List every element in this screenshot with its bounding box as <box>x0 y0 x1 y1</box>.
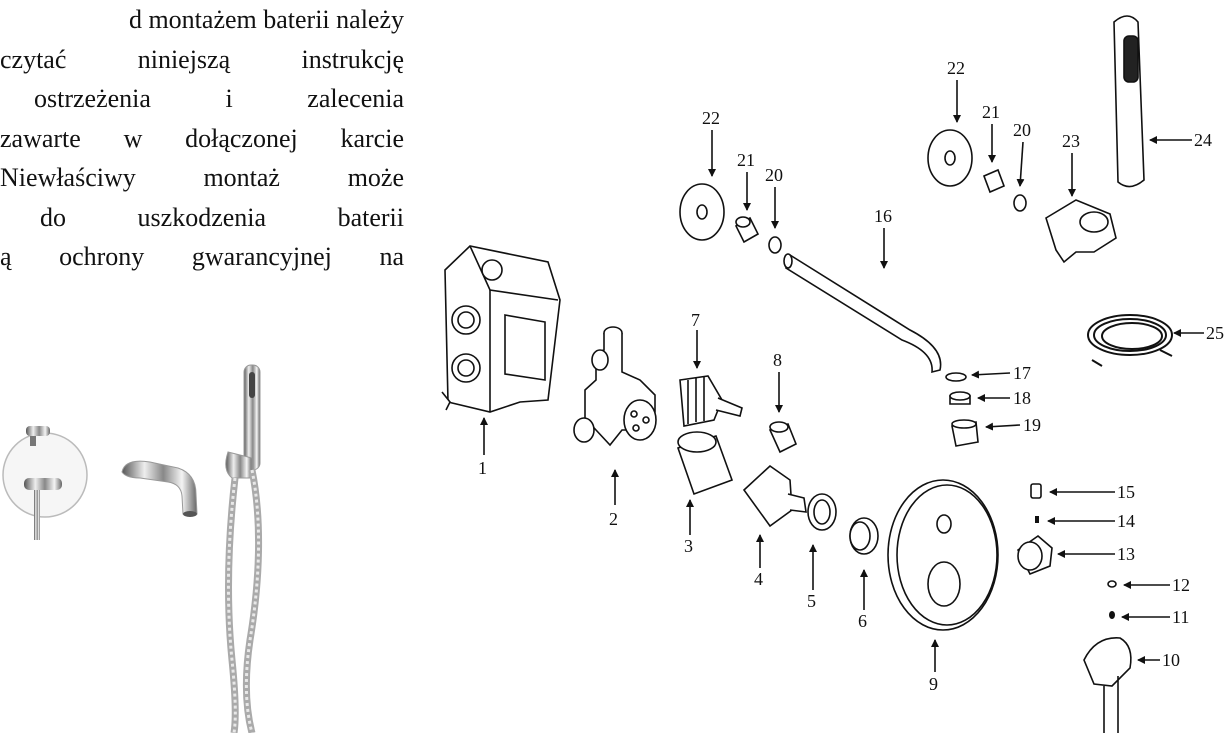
installation-warning-text: d montażem baterii należy czytać niniejs… <box>0 0 404 277</box>
text-line: czytać niniejszą instrukcję <box>0 44 404 74</box>
part-3-sleeve <box>676 431 734 496</box>
label-9: 9 <box>929 674 938 694</box>
part-10-handle <box>1083 637 1132 733</box>
label-16: 16 <box>874 206 892 226</box>
part-11-screw <box>1109 611 1115 619</box>
label-19: 19 <box>1023 415 1041 435</box>
text-line: ą ochrony gwarancyjnej na <box>0 242 404 271</box>
label-21-left: 21 <box>737 150 755 170</box>
label-13: 13 <box>1117 544 1135 564</box>
part-5-nut <box>807 493 837 531</box>
part-13-handle <box>1016 534 1053 576</box>
part-14-screw <box>1035 516 1039 523</box>
part-25-hose <box>1087 314 1173 367</box>
part-17-seal <box>945 372 967 382</box>
label-23: 23 <box>1062 131 1080 151</box>
part-22-flange-right <box>927 129 973 187</box>
label-20-right: 20 <box>1013 120 1031 140</box>
label-6: 6 <box>858 611 867 631</box>
hand-shower-photo <box>224 364 263 733</box>
part-1-concealed-box <box>441 245 561 413</box>
label-10: 10 <box>1162 650 1180 670</box>
part-labels: 1 2 3 4 5 6 7 8 9 10 11 12 13 14 15 16 1… <box>478 58 1224 694</box>
part-21-connector-right <box>982 168 1006 194</box>
label-22-left: 22 <box>702 108 720 128</box>
label-11: 11 <box>1172 607 1189 627</box>
label-21-right: 21 <box>982 102 1000 122</box>
label-20-left: 20 <box>765 165 783 185</box>
mixer-plate-photo <box>2 426 88 540</box>
text-line: do uszkodzenia baterii <box>40 202 404 232</box>
part-20-oring-right <box>1013 194 1027 212</box>
text-line: zawarte w dołączonej karcie <box>0 123 404 153</box>
label-24: 24 <box>1194 130 1212 150</box>
part-7-cartridge <box>679 375 743 427</box>
label-14: 14 <box>1117 511 1135 531</box>
label-18: 18 <box>1013 388 1031 408</box>
text-line: Niewłaściwy montaż może <box>0 163 404 192</box>
label-5: 5 <box>807 591 816 611</box>
label-17: 17 <box>1013 363 1031 383</box>
part-8-sleeve <box>768 421 798 454</box>
text-line: ostrzeżenia i zalecenia <box>34 84 404 113</box>
part-22-flange-left <box>679 183 725 241</box>
part-15-cap <box>1030 483 1042 499</box>
part-12-cap <box>1107 580 1117 588</box>
label-15: 15 <box>1117 482 1135 502</box>
label-22-right: 22 <box>947 58 965 78</box>
text-line: d montażem baterii należy <box>128 5 404 34</box>
part-9-cover-plate <box>887 479 999 631</box>
label-7: 7 <box>691 310 700 330</box>
part-2-valve-body <box>573 326 657 447</box>
part-20-oring-left <box>768 236 782 254</box>
part-4-diverter <box>742 464 807 528</box>
part-21-connector-left <box>734 216 760 244</box>
callout-arrows <box>480 80 1204 672</box>
label-4: 4 <box>754 569 763 589</box>
label-25: 25 <box>1206 323 1224 343</box>
part-6-ring <box>849 517 879 555</box>
spout-photo <box>121 460 198 517</box>
part-23-shower-bracket <box>1045 199 1117 264</box>
part-16-spout <box>783 253 942 374</box>
label-12: 12 <box>1172 575 1190 595</box>
part-19-aerator-housing <box>951 419 979 447</box>
part-18-aerator <box>949 391 971 405</box>
label-3: 3 <box>684 536 693 556</box>
label-1: 1 <box>478 458 487 478</box>
label-2: 2 <box>609 509 618 529</box>
part-24-hand-shower <box>1113 15 1145 188</box>
label-8: 8 <box>773 350 782 370</box>
